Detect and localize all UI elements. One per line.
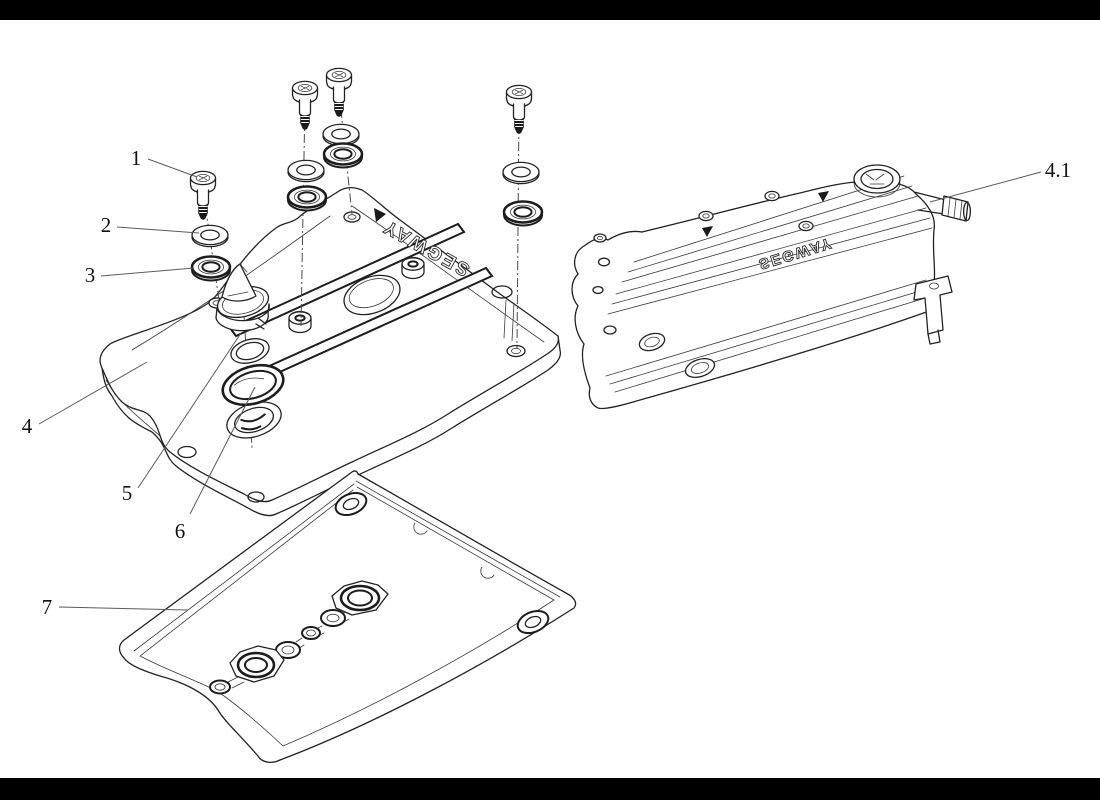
callout-1: 1 bbox=[131, 146, 142, 170]
bolt-tower bbox=[288, 310, 312, 334]
seal-grommet bbox=[322, 142, 364, 169]
cover-assembly: SEGWAY bbox=[571, 164, 972, 410]
letterbox-bottom bbox=[0, 778, 1100, 800]
seal-grommet bbox=[502, 200, 544, 227]
flat-washer bbox=[287, 159, 325, 183]
callout-4-1: 4.1 bbox=[1045, 158, 1071, 182]
callout-3: 3 bbox=[85, 263, 96, 287]
filler-tower bbox=[853, 164, 901, 198]
flange-bolt bbox=[291, 80, 319, 131]
leader-line-2 bbox=[116, 226, 200, 234]
leader-line-1 bbox=[147, 158, 198, 178]
seal-grommet bbox=[190, 255, 232, 282]
callout-2: 2 bbox=[101, 213, 112, 237]
leader-line-4 bbox=[38, 361, 148, 425]
leader-line-6 bbox=[189, 386, 256, 515]
bolt-tower bbox=[401, 256, 425, 280]
leader-line-5 bbox=[137, 332, 242, 489]
callout-6: 6 bbox=[175, 519, 186, 543]
callout-4: 4 bbox=[22, 414, 33, 438]
oil-filler-stack bbox=[215, 263, 285, 439]
breather-tube bbox=[913, 191, 972, 222]
letterbox-top bbox=[0, 0, 1100, 20]
plug-port bbox=[684, 358, 716, 378]
leader-line-7 bbox=[58, 606, 189, 611]
filler-neck bbox=[230, 338, 270, 364]
callout-5: 5 bbox=[122, 481, 133, 505]
gasket-inner-seal bbox=[209, 580, 389, 695]
o-ring-seal bbox=[221, 363, 285, 407]
leader-line-4-1 bbox=[929, 171, 1042, 203]
dome-bolt bbox=[593, 190, 814, 243]
callouts: 1 2 3 4 5 6 7 4.1 bbox=[22, 146, 1071, 619]
oil-filler-cap bbox=[215, 263, 270, 332]
valve-cover: SEGWAY bbox=[99, 186, 562, 517]
seal-grommet bbox=[286, 185, 328, 212]
flange-bolt bbox=[505, 84, 533, 135]
flange-bolt bbox=[325, 67, 353, 118]
side-bracket bbox=[913, 275, 953, 345]
plug-port bbox=[638, 332, 666, 352]
callout-7: 7 bbox=[42, 595, 53, 619]
cover-gasket bbox=[118, 470, 577, 763]
brand-arrow-icon bbox=[374, 208, 386, 222]
flat-washer bbox=[502, 161, 540, 185]
leader-line-3 bbox=[100, 267, 195, 277]
flat-washer bbox=[191, 224, 229, 248]
flange-bolt bbox=[189, 170, 217, 221]
